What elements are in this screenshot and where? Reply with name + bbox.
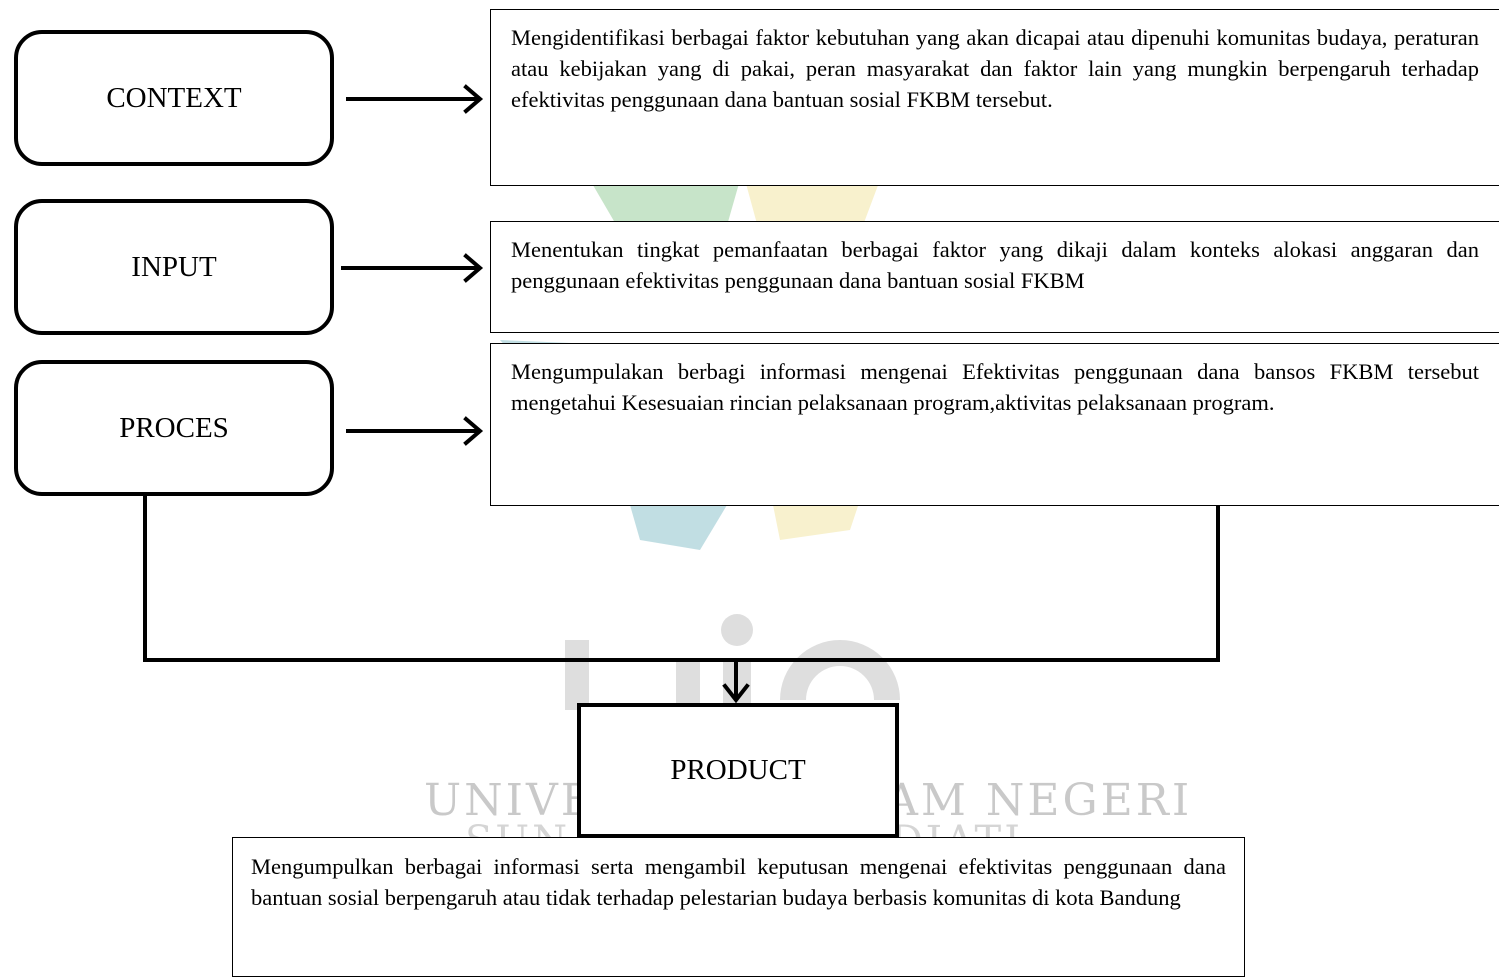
- process-to-product-line: [143, 491, 1220, 662]
- arrow-input-head: [463, 253, 484, 283]
- process-label: PROCES: [119, 411, 229, 444]
- context-label: CONTEXT: [106, 81, 242, 114]
- arrow-process-head: [463, 416, 484, 446]
- arrow-product-head: [722, 683, 750, 704]
- arrow-context-head: [463, 84, 484, 114]
- context-description: Mengidentifikasi berbagai faktor kebutuh…: [490, 9, 1499, 186]
- input-label: INPUT: [131, 250, 217, 283]
- context-box: CONTEXT: [14, 30, 334, 166]
- input-box: INPUT: [14, 199, 334, 335]
- process-description: Mengumpulakan berbagi informasi mengenai…: [490, 343, 1499, 506]
- watermark-letter-dot: [721, 614, 753, 646]
- input-description: Menentukan tingkat pemanfaatan berbagai …: [490, 221, 1499, 333]
- watermark-letter-u: [565, 640, 589, 710]
- product-label: PRODUCT: [670, 754, 806, 786]
- process-box: PROCES: [14, 360, 334, 496]
- product-description: Mengumpulkan berbagai informasi serta me…: [232, 837, 1245, 977]
- product-box: PRODUCT: [577, 703, 899, 838]
